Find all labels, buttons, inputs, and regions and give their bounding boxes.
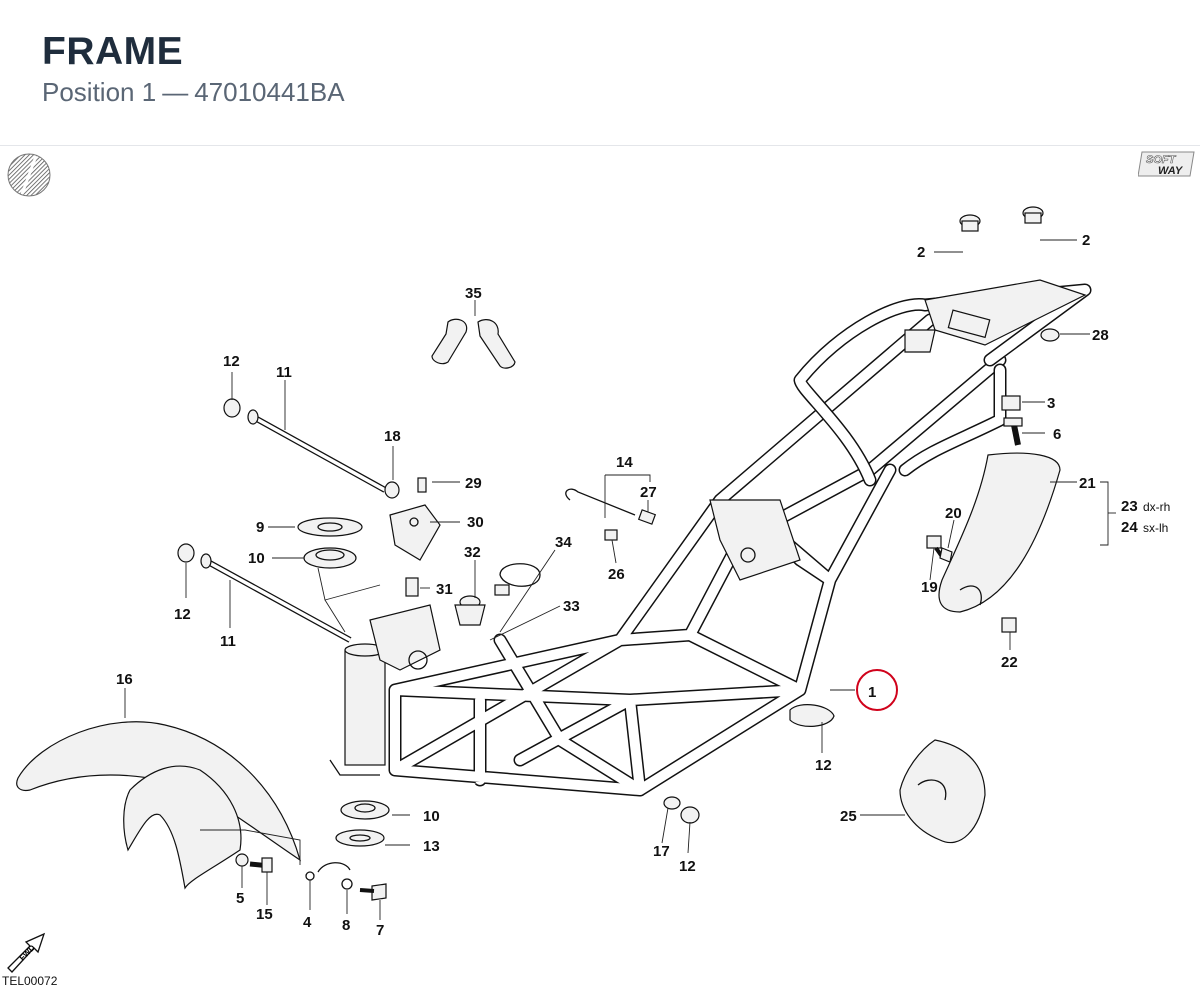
callout-21[interactable]: 21 <box>1079 475 1096 492</box>
callout-29[interactable]: 29 <box>465 475 482 492</box>
callout-5[interactable]: 5 <box>236 890 244 907</box>
part-number: 47010441BA <box>194 77 345 107</box>
callout-35[interactable]: 35 <box>465 285 482 302</box>
callout-19[interactable]: 19 <box>921 579 938 596</box>
callout-22[interactable]: 22 <box>1001 654 1018 671</box>
callout-11a[interactable]: 11 <box>276 364 292 381</box>
callout-3[interactable]: 3 <box>1047 395 1055 412</box>
callout-24-note: sx-lh <box>1143 521 1168 535</box>
callout-23[interactable]: 23 <box>1121 498 1138 515</box>
hatched-circle-icon <box>7 153 51 197</box>
callout-7[interactable]: 7 <box>376 922 384 939</box>
callout-31[interactable]: 31 <box>436 581 453 598</box>
callout-12b[interactable]: 12 <box>174 606 191 623</box>
position-label: Position 1 <box>42 77 157 107</box>
callout-1[interactable]: 1 <box>868 684 876 701</box>
diagram-code: TEL00072 <box>2 974 58 988</box>
ignition-keys <box>431 318 516 369</box>
callout-20[interactable]: 20 <box>945 505 962 522</box>
softway-logo-icon: SOFT WAY <box>1138 151 1195 177</box>
callout-26[interactable]: 26 <box>608 566 625 583</box>
callout-8[interactable]: 8 <box>342 917 350 934</box>
frame-bolts <box>200 409 387 643</box>
callout-9[interactable]: 9 <box>256 519 264 536</box>
small-parts <box>177 206 1061 901</box>
callout-2a[interactable]: 2 <box>917 244 925 261</box>
page-title: FRAME <box>42 30 184 73</box>
callout-6[interactable]: 6 <box>1053 426 1061 443</box>
callout-10a[interactable]: 10 <box>248 550 265 567</box>
callout-32[interactable]: 32 <box>464 544 481 561</box>
callout-18[interactable]: 18 <box>384 428 401 445</box>
front-mudguard <box>16 721 302 890</box>
callout-14[interactable]: 14 <box>616 454 633 471</box>
fwd-arrow-icon: FWD <box>7 932 46 973</box>
callout-34[interactable]: 34 <box>555 534 572 551</box>
callout-24[interactable]: 24 <box>1121 519 1138 536</box>
svg-text:SOFT: SOFT <box>1146 154 1177 166</box>
page-subtitle: Position 1—47010441BA <box>42 77 345 108</box>
callout-27[interactable]: 27 <box>640 484 657 501</box>
highlight-circle <box>856 669 898 711</box>
callout-25[interactable]: 25 <box>840 808 857 825</box>
callout-4[interactable]: 4 <box>303 914 312 931</box>
callout-13[interactable]: 13 <box>423 838 440 855</box>
callout-12d[interactable]: 12 <box>679 858 696 875</box>
subtitle-separator: — <box>162 77 189 107</box>
callout-12c[interactable]: 12 <box>815 757 832 774</box>
trellis-frame <box>329 279 1092 797</box>
callout-28[interactable]: 28 <box>1092 327 1109 344</box>
callout-labels: 1 2 2 3 4 5 6 7 8 9 10 10 11 11 12 12 12… <box>116 232 1170 939</box>
callout-11b[interactable]: 11 <box>220 633 236 650</box>
callout-12a[interactable]: 12 <box>223 353 240 370</box>
callout-15[interactable]: 15 <box>256 906 273 923</box>
exploded-parts-diagram: 1 2 2 3 4 5 6 7 8 9 10 10 11 11 12 12 12… <box>7 206 1170 973</box>
svg-text:WAY: WAY <box>1158 165 1184 177</box>
callout-33[interactable]: 33 <box>563 598 580 615</box>
callout-23-note: dx-rh <box>1143 500 1170 514</box>
callout-2b[interactable]: 2 <box>1082 232 1090 249</box>
callout-16[interactable]: 16 <box>116 671 133 688</box>
callout-10b[interactable]: 10 <box>423 808 440 825</box>
leader-lines <box>124 239 1116 920</box>
page-header: FRAME Position 1—47010441BA <box>0 0 1200 146</box>
callout-17[interactable]: 17 <box>653 843 670 860</box>
callout-30[interactable]: 30 <box>467 514 484 531</box>
